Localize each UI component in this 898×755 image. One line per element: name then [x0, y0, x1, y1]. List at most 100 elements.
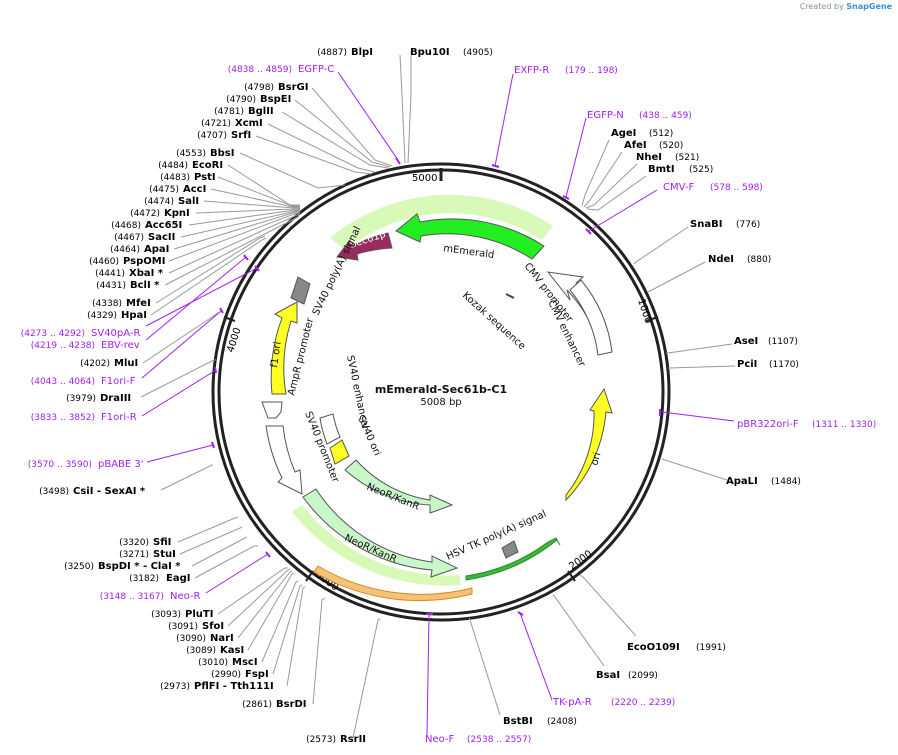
site-pos-acc65i: (4468): [111, 221, 141, 231]
site-pos-xcmi: (4721): [201, 119, 231, 129]
site-name-sfii: SfiI: [153, 537, 171, 548]
site-pos-acci: (4475): [149, 185, 179, 195]
primer-range-tk-pa-r: (2220 .. 2239): [611, 698, 675, 708]
site-pos-bmti: (525): [689, 165, 713, 175]
primer-range-egfp-n: (438 .. 459): [639, 111, 692, 121]
feature-sec61b: [336, 232, 393, 261]
primer-name-pbr322ori-f: pBR322ori-F: [737, 419, 799, 430]
site-pos-afei: (520): [659, 141, 683, 151]
site-pos-bsrdi: (2861): [242, 700, 272, 710]
feature-orange-arc: [313, 565, 473, 602]
primer-name-tk-pa-r: TK-pA-R: [552, 697, 592, 708]
primer-range-pbabe: (3570 .. 3590): [28, 460, 92, 470]
site-pos-apali: (1484): [771, 477, 801, 487]
primer-mark-egfp-n: [562, 195, 570, 200]
site-pos-bsai: (2099): [628, 671, 658, 681]
primer-range-neo-r: (3148 .. 3167): [100, 592, 164, 602]
site-name-sfoi: SfoI: [202, 621, 224, 632]
site-name-eagi: EagI: [166, 573, 190, 584]
site-pos-srfi: (4707): [197, 131, 227, 141]
site-pos-kpni: (4472): [130, 209, 160, 219]
site-pos-mfei: (4338): [92, 299, 122, 309]
site-pos-sfoi: (3091): [168, 622, 198, 632]
site-name-ndei: NdeI: [708, 254, 734, 265]
site-name-xcmi: XcmI: [235, 118, 263, 129]
site-pos-mlui: (4202): [80, 359, 110, 369]
backbone-outer: [211, 162, 671, 622]
site-pos-bspei: (4790): [226, 95, 256, 105]
site-name-ecoo109i: EcoO109I: [627, 642, 680, 653]
site-pos-bglii: (4781): [214, 107, 244, 117]
feature-sv40-promoter: [265, 425, 303, 495]
site-name-apai: ApaI: [144, 244, 169, 255]
primer-mark-egfp-c: [395, 157, 401, 165]
label-sv40-ori: SV40 ori: [355, 415, 382, 458]
primer-range-cmv-f: (578 .. 598): [710, 183, 763, 193]
site-name-stui: StuI: [153, 549, 176, 560]
site-pos-psti: (4483): [160, 173, 190, 183]
feature-ampr-promoter: [261, 401, 283, 419]
site-name-pluti: PluTI: [185, 609, 213, 620]
site-pos-apai: (4464): [110, 245, 140, 255]
primer-leader-lines: [141, 71, 735, 737]
primer-name-cmv-f: CMV-F: [663, 182, 694, 193]
site-name-blpi: BlpI: [351, 47, 373, 58]
primer-name-f1ori-f: F1ori-F: [101, 376, 136, 387]
site-name-kpni: KpnI: [164, 208, 190, 219]
site-name-ecori: EcoRI: [192, 160, 223, 171]
site-name-acc65i: Acc65I: [145, 220, 182, 231]
feature-neor-outer: [302, 488, 459, 578]
plasmid-size: 5008 bp: [420, 397, 461, 408]
plasmid-name: mEmerald-Sec61b-C1: [375, 383, 507, 396]
feature-sv40-enhancer: [319, 413, 341, 445]
site-name-rsrii: RsrII: [340, 734, 366, 745]
primer-name-egfp-n: EGFP-N: [587, 110, 624, 121]
primer-mark-cmv-f: [585, 228, 592, 235]
site-pos-pspomi: (4460): [89, 257, 119, 267]
ruler-tick-2000: [567, 570, 576, 582]
created-by-text: Created by: [799, 2, 844, 11]
site-name-acci: AccI: [183, 184, 206, 195]
site-pos-msci: (3010): [198, 658, 228, 668]
primer-range-f1ori-f: (4043 .. 4064): [31, 377, 95, 387]
site-pos-bpu10i: (4905): [463, 48, 493, 58]
snapgene-branding: Created by SnapGene: [800, 2, 892, 11]
site-pos-rsrii: (2573): [306, 735, 336, 745]
primer-name-egfp-c: EGFP-C: [298, 64, 334, 75]
site-name-bglii: BglII: [248, 106, 274, 117]
site-name-apali: ApaLI: [726, 476, 758, 487]
site-pos-ecori: (4484): [158, 161, 188, 171]
site-pos-xbai: (4441): [95, 269, 125, 279]
site-name-nari: NarI: [210, 633, 234, 644]
feature-memerald: [395, 213, 545, 260]
site-pos-nari: (3090): [176, 634, 206, 644]
ruler-label-5000: 5000: [412, 173, 437, 184]
feature-sv40-ori: [329, 439, 350, 465]
site-pos-draiii: (3979): [66, 394, 96, 404]
feature-f1-ori: [270, 301, 298, 395]
ruler-label-2000: 2000: [567, 549, 594, 573]
site-pos-stui: (3271): [119, 550, 149, 560]
ruler-tick-4000: [223, 316, 236, 322]
site-name-bsrdi: BsrDI: [276, 699, 307, 710]
primer-name-f1ori-r: F1ori-R: [101, 412, 137, 423]
site-name-xbai: XbaI *: [129, 268, 164, 279]
site-name-snabi: SnaBI: [690, 219, 722, 230]
site-pos-bstbi: (2408): [547, 717, 577, 727]
feature-kozak: [505, 293, 515, 299]
site-name-bstbi: BstBI: [503, 716, 533, 727]
site-labels: (4887) BlpI Bpu10I (4905) (4798) BsrGI (…: [39, 47, 801, 745]
site-name-afei: AfeI: [624, 140, 647, 151]
primer-range-exfp-r: (179 .. 198): [565, 66, 618, 76]
label-f1-ori: f1 ori: [269, 341, 284, 368]
primer-name-sv40pa-r: SV40pA-R: [91, 328, 140, 339]
site-name-kasi: KasI: [220, 645, 244, 656]
site-name-nhei: NheI: [636, 152, 662, 163]
feature-sv40-polya: [290, 276, 311, 305]
site-leader-lines: [140, 54, 736, 739]
primer-mark-f1ori-f: [219, 307, 224, 314]
site-name-mfei: MfeI: [126, 298, 151, 309]
site-pos-hpai: (4329): [87, 311, 117, 321]
site-pos-csii: (3498): [39, 487, 69, 497]
site-name-psti: PstI: [194, 172, 216, 183]
